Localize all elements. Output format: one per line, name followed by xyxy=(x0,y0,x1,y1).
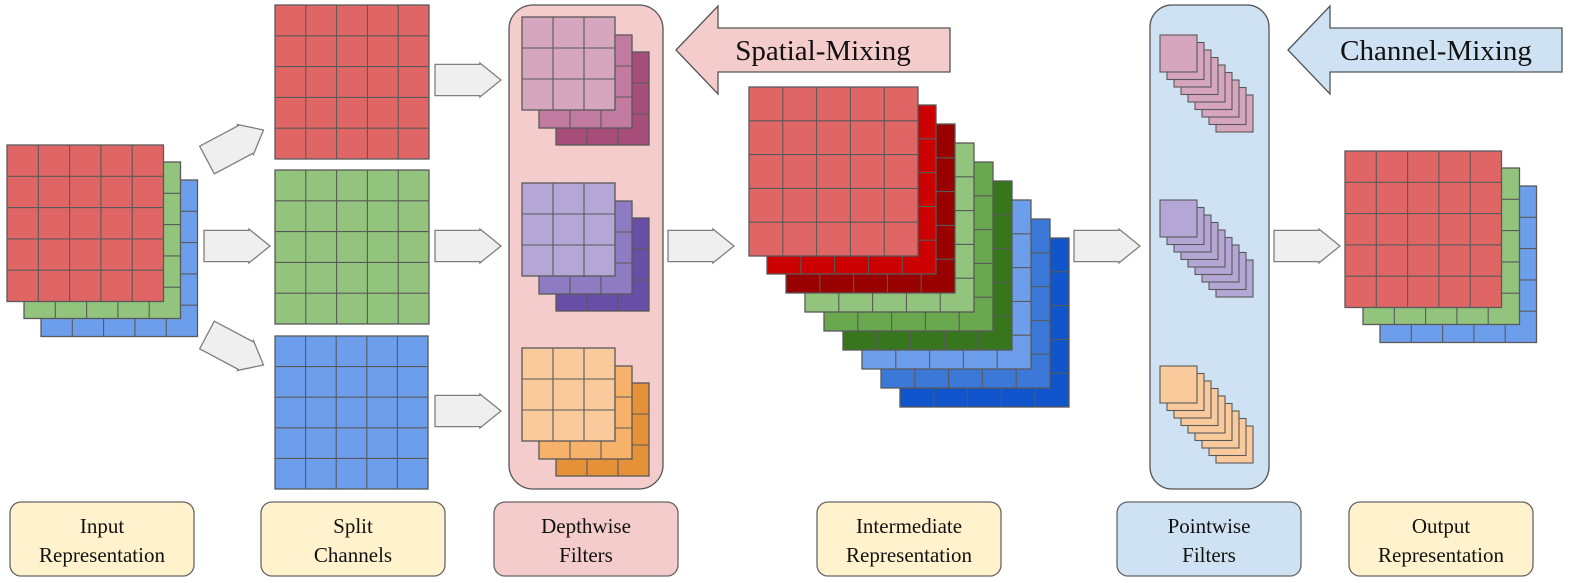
arrow-red-to-filter xyxy=(434,61,503,99)
pointwise-filter-pink xyxy=(1159,34,1254,133)
input-channel-red xyxy=(6,144,165,303)
depthwise-filter-purple-front xyxy=(521,182,616,277)
output-representation-caption-box xyxy=(1348,501,1534,577)
input-caption-line2: Representation xyxy=(39,543,165,567)
arrow-pointwise-to-output xyxy=(1273,227,1342,265)
pointwise-caption-line2: Filters xyxy=(1182,543,1236,567)
channel-mixing-label: Channel-Mixing xyxy=(1340,35,1532,67)
depthwise-caption-line1: Depthwise xyxy=(541,514,631,538)
output-channel-red xyxy=(1344,150,1503,309)
split-caption-line1: Split xyxy=(333,514,373,538)
arrow-depthwise-to-intermediate xyxy=(667,227,736,265)
intermediate-layer-9 xyxy=(748,86,919,257)
pointwise-filter-orange xyxy=(1159,365,1254,464)
intermediate-caption-line2: Representation xyxy=(846,543,972,567)
split-channel-blue xyxy=(274,335,429,490)
arrow-green-to-filter xyxy=(434,227,503,265)
split-channel-red xyxy=(274,4,430,160)
arrow-blue-to-filter xyxy=(434,392,503,430)
pointwise-filters-caption-box xyxy=(1116,501,1302,577)
arrow-input-to-blue xyxy=(198,320,265,372)
input-representation-caption-box xyxy=(9,501,195,577)
depthwise-caption-line2: Filters xyxy=(559,543,613,567)
split-caption-line2: Channels xyxy=(314,543,392,567)
arrow-input-to-red xyxy=(198,123,265,175)
pointwise-filter-purple xyxy=(1159,199,1254,298)
output-caption-line2: Representation xyxy=(1378,543,1504,567)
channel-mixing-banner xyxy=(1287,4,1563,96)
split-channel-green xyxy=(274,169,430,325)
split-channels-caption-box xyxy=(260,501,446,577)
arrow-intermediate-to-pointwise xyxy=(1073,227,1142,265)
intermediate-caption-line1: Intermediate xyxy=(856,514,962,538)
depthwise-filters-caption-box xyxy=(493,501,679,577)
input-caption-line1: Input xyxy=(80,514,124,538)
output-caption-line1: Output xyxy=(1412,514,1471,538)
spatial-mixing-label: Spatial-Mixing xyxy=(735,35,911,67)
depthwise-filter-pink-front xyxy=(521,16,616,111)
intermediate-representation-caption-box xyxy=(816,501,1002,577)
pointwise-caption-line1: Pointwise xyxy=(1168,514,1251,538)
depthwise-filter-orange-front xyxy=(521,347,616,442)
spatial-mixing-banner xyxy=(675,4,951,96)
arrow-input-to-green xyxy=(203,227,272,265)
